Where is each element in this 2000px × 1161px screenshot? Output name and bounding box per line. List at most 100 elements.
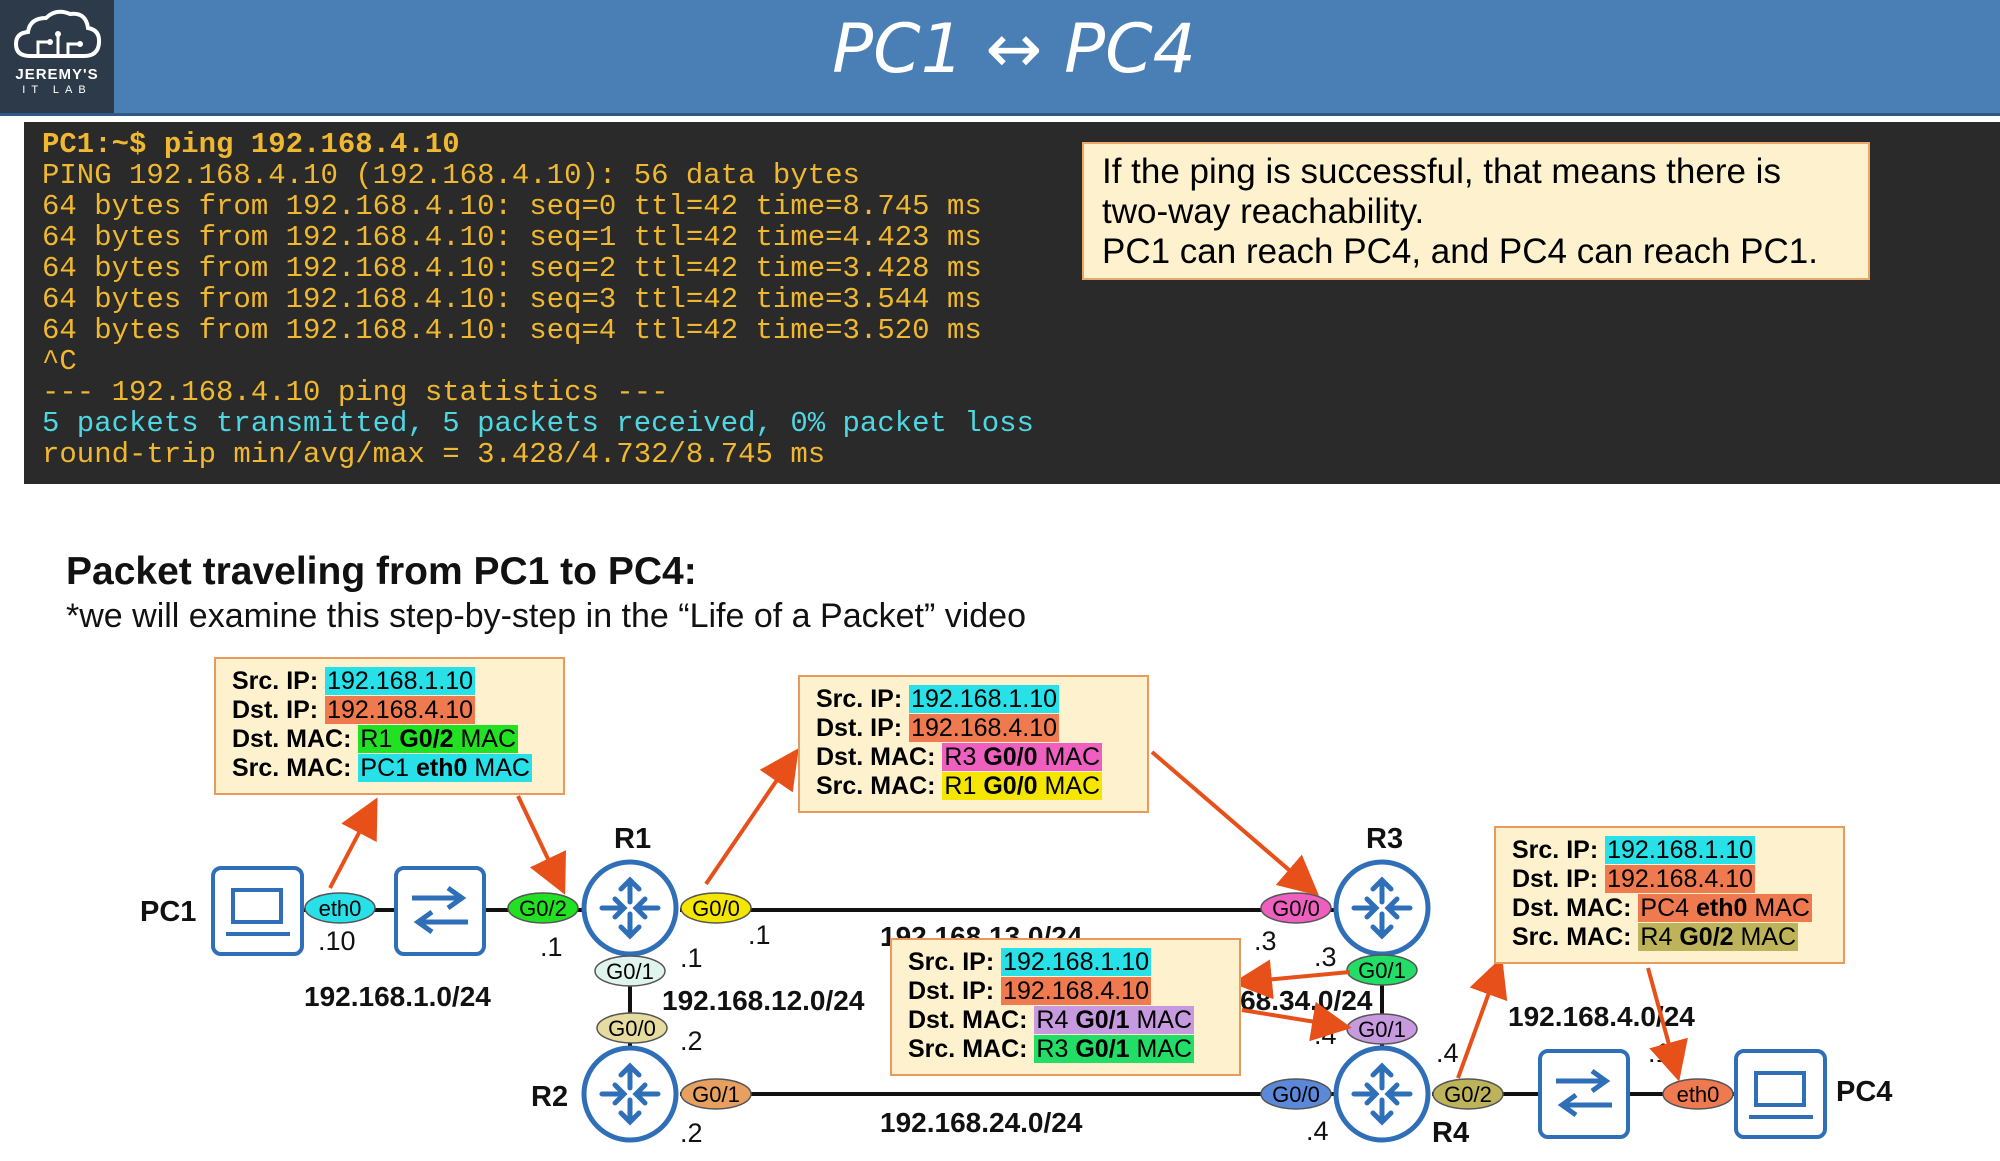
packet-box-3: Src. IP: 192.168.1.10 Dst. IP: 192.168.4…: [890, 938, 1241, 1076]
arrow-pc1-to-box1: [328, 797, 378, 889]
r4-g02-pill: [1432, 1078, 1504, 1110]
terminal-line: 64 bytes from 192.168.4.10: seq=4 ttl=42…: [42, 314, 982, 347]
src-mac-row: Src. MAC: R3 G0/1 MAC: [908, 1035, 1195, 1063]
note-line1: If the ping is successful, that means th…: [1102, 152, 1781, 191]
switch-icon: [394, 866, 486, 956]
logo: JEREMY'S IT LAB: [0, 0, 114, 113]
pc1-label: PC1: [140, 896, 196, 928]
host-pc1: .10: [318, 926, 356, 956]
terminal-line: ^C: [42, 345, 77, 378]
r2-g01-pill: [680, 1078, 752, 1110]
terminal-line: 64 bytes from 192.168.4.10: seq=2 ttl=42…: [42, 252, 982, 285]
r4-g00-pill: [1260, 1078, 1332, 1110]
host-r2-g01: .2: [680, 1118, 703, 1148]
r2-g01-label: G0/1: [692, 1082, 740, 1107]
r4-g00-label: G0/0: [1272, 1082, 1320, 1107]
dst-ip-row: Dst. IP: 192.168.4.10: [1512, 865, 1756, 893]
dst-mac-row: Dst. MAC: R1 G0/2 MAC: [232, 725, 519, 753]
cloud-circuit-icon: [13, 9, 102, 58]
terminal-line: --- 192.168.4.10 ping statistics ---: [42, 376, 669, 409]
r4-label: R4: [1432, 1117, 1469, 1149]
r4-g02-label: G0/2: [1444, 1082, 1492, 1107]
arrow-box1-to-r1: [516, 795, 566, 895]
section-title: Packet traveling from PC1 to PC4:: [66, 550, 697, 593]
pc1-eth0-pill: [304, 892, 376, 924]
r1-g01-label: G0/1: [606, 959, 654, 984]
page-title: PC1 ↔ PC4: [832, 10, 1196, 89]
pc4-eth0-label: eth0: [1677, 1082, 1720, 1107]
src-mac-row: Src. MAC: R4 G0/2 MAC: [1512, 923, 1799, 951]
pc4-icon: [1734, 1049, 1827, 1139]
src-mac-row: Src. MAC: R1 G0/0 MAC: [816, 772, 1103, 800]
arrow-box3-to-r4: [1241, 1001, 1352, 1042]
src-ip-row: Src. IP: 192.168.1.10: [1512, 836, 1756, 864]
packet-box-4: Src. IP: 192.168.1.10 Dst. IP: 192.168.4…: [1494, 826, 1845, 964]
r4-g01-label: G0/1: [1358, 1017, 1406, 1042]
pc1-eth0-label: eth0: [319, 896, 362, 921]
terminal-line: 64 bytes from 192.168.4.10: seq=0 ttl=42…: [42, 190, 982, 223]
r2-g00-label: G0/0: [608, 1016, 656, 1041]
header-bar: JEREMY'S IT LAB PC1 ↔ PC4: [0, 0, 2000, 116]
r2-label: R2: [531, 1081, 568, 1113]
pc4-label: PC4: [1836, 1076, 1892, 1108]
src-ip-row: Src. IP: 192.168.1.10: [816, 685, 1060, 713]
r1-router-icon: [581, 859, 679, 957]
logo-line2: IT LAB: [22, 84, 92, 96]
dst-ip-row: Dst. IP: 192.168.4.10: [816, 714, 1060, 742]
terminal-line: 64 bytes from 192.168.4.10: seq=3 ttl=42…: [42, 283, 982, 316]
r3-router-icon: [1333, 859, 1431, 957]
logo-line1: JEREMY'S: [15, 66, 99, 83]
r3-g01-pill: [1346, 954, 1418, 986]
pc4-eth0-pill: [1662, 1078, 1734, 1110]
r3-g01-label: G0/1: [1358, 958, 1406, 983]
switch-icon: [1538, 1049, 1630, 1139]
host-r4-g00: .4: [1306, 1116, 1329, 1146]
r2-router-icon: [581, 1045, 679, 1143]
network-12: 192.168.12.0/24: [662, 985, 865, 1016]
host-r3-g00: .3: [1254, 926, 1277, 956]
reachability-note: If the ping is successful, that means th…: [1082, 142, 1870, 280]
terminal-line: round-trip min/avg/max = 3.428/4.732/8.7…: [42, 438, 826, 471]
pc1-icon: [211, 866, 304, 956]
src-ip-row: Src. IP: 192.168.1.10: [908, 948, 1152, 976]
network-4: 192.168.4.0/24: [1508, 1001, 1695, 1032]
src-mac-row: Src. MAC: PC1 eth0 MAC: [232, 754, 532, 782]
r3-label: R3: [1366, 823, 1403, 855]
arrow-r1-to-box2: [704, 748, 799, 886]
src-ip-row: Src. IP: 192.168.1.10: [232, 667, 476, 695]
r3-g00-label: G0/0: [1272, 896, 1320, 921]
dst-ip-row: Dst. IP: 192.168.4.10: [232, 696, 476, 724]
arrow-r4-to-box4: [1456, 956, 1508, 1079]
r4-router-icon: [1333, 1045, 1431, 1143]
host-r2-g00: .2: [680, 1026, 703, 1056]
arrow-box4-to-pc4: [1646, 967, 1688, 1082]
r1-g02-label: G0/2: [519, 896, 567, 921]
dst-mac-row: Dst. MAC: R3 G0/0 MAC: [816, 743, 1103, 771]
host-r1-g00: .1: [680, 943, 703, 973]
host-r4-g02: .4: [1436, 1038, 1459, 1068]
terminal-line: 5 packets transmitted, 5 packets receive…: [42, 407, 1034, 440]
terminal-line: 64 bytes from 192.168.4.10: seq=1 ttl=42…: [42, 221, 982, 254]
terminal-line: PC1:~$ ping 192.168.4.10: [42, 128, 460, 161]
arrow-r3-to-box3: [1232, 959, 1351, 1000]
r1-label: R1: [614, 823, 651, 855]
r1-g00-label: G0/0: [692, 896, 740, 921]
note-line2: two-way reachability.: [1102, 192, 1425, 231]
network-24: 192.168.24.0/24: [880, 1107, 1083, 1138]
terminal-line: PING 192.168.4.10 (192.168.4.10): 56 dat…: [42, 159, 860, 192]
section-subtitle: *we will examine this step-by-step in th…: [66, 597, 1027, 635]
packet-box-2: Src. IP: 192.168.1.10 Dst. IP: 192.168.4…: [798, 675, 1149, 813]
host-r1-g01: .1: [748, 920, 771, 950]
r1-g01-pill: [594, 955, 666, 987]
note-line3: PC1 can reach PC4, and PC4 can reach PC1…: [1102, 232, 1818, 271]
dst-mac-row: Dst. MAC: PC4 eth0 MAC: [1512, 894, 1812, 922]
host-r1-g02: .1: [540, 932, 563, 962]
packet-box-1: Src. IP: 192.168.1.10 Dst. IP: 192.168.4…: [214, 657, 565, 795]
r2-g00-pill: [596, 1012, 668, 1044]
dst-ip-row: Dst. IP: 192.168.4.10: [908, 977, 1152, 1005]
dst-mac-row: Dst. MAC: R4 G0/1 MAC: [908, 1006, 1195, 1034]
arrow-box2-to-r3: [1150, 750, 1320, 896]
network-1: 192.168.1.0/24: [304, 981, 491, 1012]
